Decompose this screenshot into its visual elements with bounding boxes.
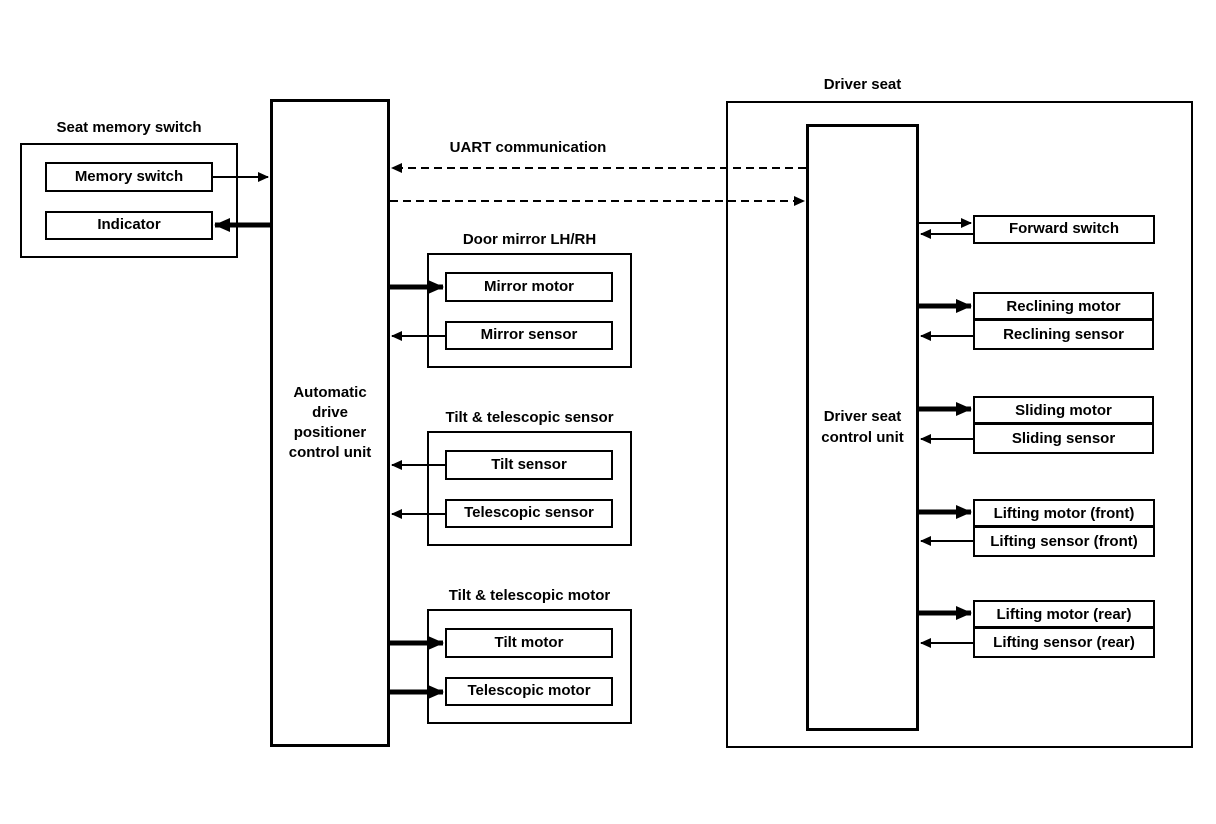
lifting-motor-front-cell: Lifting motor (front) bbox=[975, 501, 1153, 528]
lifting-motor-rear-cell: Lifting motor (rear) bbox=[975, 602, 1153, 629]
adp-control-unit-box: Automatic drive positioner control unit bbox=[270, 99, 390, 747]
lifting-sensor-rear-cell: Lifting sensor (rear) bbox=[993, 634, 1135, 651]
telescopic-sensor-box: Telescopic sensor bbox=[445, 499, 613, 528]
seat-memory-switch-group-box bbox=[20, 143, 238, 258]
tilt-telescopic-motor-title: Tilt & telescopic motor bbox=[448, 587, 611, 604]
telescopic-motor-box: Telescopic motor bbox=[445, 677, 613, 706]
door-mirror-group-box bbox=[427, 253, 632, 368]
lifting-rear-pair-box: Lifting motor (rear) Lifting sensor (rea… bbox=[973, 600, 1155, 658]
memory-switch-box: Memory switch bbox=[45, 162, 213, 192]
mirror-motor-box: Mirror motor bbox=[445, 272, 613, 302]
lifting-front-pair-box: Lifting motor (front) Lifting sensor (fr… bbox=[973, 499, 1155, 557]
tilt-telescopic-sensor-group-box bbox=[427, 431, 632, 546]
door-mirror-title: Door mirror LH/RH bbox=[462, 231, 597, 248]
tilt-motor-box: Tilt motor bbox=[445, 628, 613, 658]
sliding-motor-cell: Sliding motor bbox=[975, 398, 1152, 425]
driver-seat-control-unit-label: Driver seat control unit bbox=[821, 408, 904, 446]
driver-seat-title: Driver seat bbox=[823, 76, 902, 93]
adp-control-unit-label: Automatic drive positioner control unit bbox=[288, 383, 372, 462]
reclining-motor-cell: Reclining motor bbox=[975, 294, 1152, 321]
sliding-sensor-cell: Sliding sensor bbox=[1011, 430, 1116, 447]
driver-seat-control-unit-box: Driver seat control unit bbox=[806, 124, 919, 731]
lifting-sensor-front-cell: Lifting sensor (front) bbox=[990, 533, 1138, 550]
mirror-sensor-box: Mirror sensor bbox=[445, 321, 613, 350]
reclining-sensor-cell: Reclining sensor bbox=[1003, 326, 1124, 343]
tilt-telescopic-motor-group-box bbox=[427, 609, 632, 724]
reclining-pair-box: Reclining motor Reclining sensor bbox=[973, 292, 1154, 350]
sliding-pair-box: Sliding motor Sliding sensor bbox=[973, 396, 1154, 454]
tilt-telescopic-sensor-title: Tilt & telescopic sensor bbox=[445, 409, 614, 426]
indicator-box: Indicator bbox=[45, 211, 213, 240]
tilt-sensor-box: Tilt sensor bbox=[445, 450, 613, 480]
seat-memory-switch-title: Seat memory switch bbox=[56, 119, 202, 136]
forward-switch-box: Forward switch bbox=[973, 215, 1155, 244]
uart-communication-label: UART communication bbox=[449, 139, 607, 156]
